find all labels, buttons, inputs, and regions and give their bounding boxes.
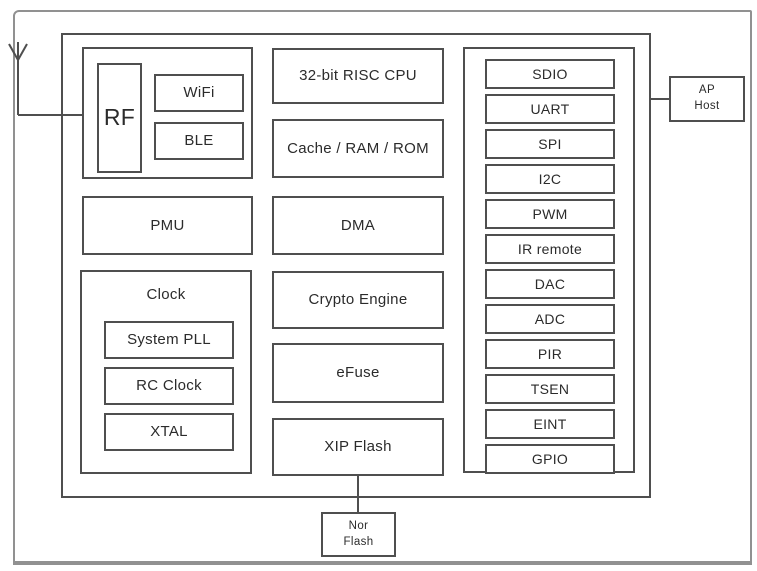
block-dac-label: DAC xyxy=(534,275,566,292)
block-ir-remote-label: IR remote xyxy=(517,240,583,257)
block-gpio: GPIO xyxy=(485,444,615,474)
block-pir: PIR xyxy=(485,339,615,369)
block-uart: UART xyxy=(485,94,615,124)
block-pmu: PMU xyxy=(82,196,253,255)
block-pmu-label: PMU xyxy=(150,216,185,234)
block-i2c-label: I2C xyxy=(538,170,562,187)
block-rc-clock-label: RC Clock xyxy=(136,377,202,395)
ap-host-line1: AP xyxy=(698,84,716,97)
block-cpu-label: 32-bit RISC CPU xyxy=(299,67,417,85)
block-xip-flash-label: XIP Flash xyxy=(324,438,392,456)
block-pir-label: PIR xyxy=(537,345,563,362)
block-efuse: eFuse xyxy=(272,343,444,403)
block-xtal: XTAL xyxy=(104,413,234,451)
block-xtal-label: XTAL xyxy=(150,423,188,441)
block-tsen: TSEN xyxy=(485,374,615,404)
block-uart-label: UART xyxy=(530,100,570,117)
block-ble: BLE xyxy=(154,122,244,160)
block-crypto-engine-label: Crypto Engine xyxy=(308,291,408,309)
block-spi-label: SPI xyxy=(538,135,562,152)
block-ap-host-label: AP Host xyxy=(694,83,719,114)
peripheral-group: SDIO UART SPI I2C PWM IR remote DAC ADC … xyxy=(463,47,635,474)
chip-boundary xyxy=(61,33,651,498)
block-pwm-label: PWM xyxy=(532,205,568,222)
block-wifi: WiFi xyxy=(154,74,244,112)
nor-flash-line2: Flash xyxy=(343,535,374,548)
block-dma: DMA xyxy=(272,196,444,255)
block-pwm: PWM xyxy=(485,199,615,229)
block-eint-label: EINT xyxy=(533,415,567,432)
clock-group: Clock System PLL RC Clock XTAL xyxy=(80,270,252,474)
block-ir-remote: IR remote xyxy=(485,234,615,264)
block-adc-label: ADC xyxy=(534,310,566,327)
clock-group-label: Clock xyxy=(146,286,186,303)
block-tsen-label: TSEN xyxy=(530,380,570,397)
nor-flash-line1: Nor xyxy=(348,519,369,532)
block-xip-flash: XIP Flash xyxy=(272,418,444,476)
block-gpio-label: GPIO xyxy=(531,450,569,467)
block-system-pll: System PLL xyxy=(104,321,234,359)
block-spi: SPI xyxy=(485,129,615,159)
block-rf-label: RF xyxy=(103,104,136,131)
block-dma-label: DMA xyxy=(340,216,376,234)
block-sdio-label: SDIO xyxy=(532,65,568,82)
block-adc: ADC xyxy=(485,304,615,334)
block-ap-host: AP Host xyxy=(669,76,745,122)
block-dac: DAC xyxy=(485,269,615,299)
rf-group: RF WiFi BLE xyxy=(82,47,253,179)
block-wifi-label: WiFi xyxy=(183,84,215,102)
block-cache-ram-rom-label: Cache / RAM / ROM xyxy=(287,139,429,157)
block-efuse-label: eFuse xyxy=(336,364,380,382)
block-ble-label: BLE xyxy=(184,132,214,150)
block-rc-clock: RC Clock xyxy=(104,367,234,405)
block-cpu: 32-bit RISC CPU xyxy=(272,48,444,104)
block-crypto-engine: Crypto Engine xyxy=(272,271,444,329)
ap-host-line2: Host xyxy=(694,100,720,112)
block-sdio: SDIO xyxy=(485,59,615,89)
block-eint: EINT xyxy=(485,409,615,439)
block-rf: RF xyxy=(97,63,142,173)
block-nor-flash: Nor Flash xyxy=(321,512,396,557)
outer-frame xyxy=(13,10,752,565)
block-cache-ram-rom: Cache / RAM / ROM xyxy=(272,119,444,178)
block-i2c: I2C xyxy=(485,164,615,194)
block-system-pll-label: System PLL xyxy=(127,331,211,349)
block-nor-flash-label: Nor Flash xyxy=(343,519,373,550)
